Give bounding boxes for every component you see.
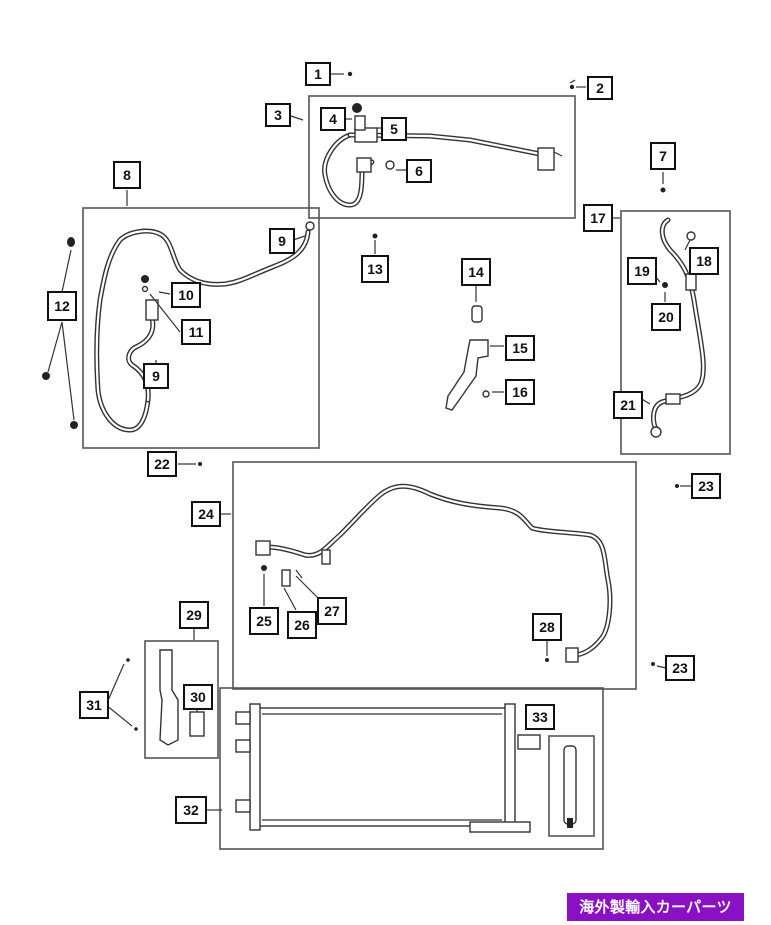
svg-text:2: 2 [596, 80, 604, 96]
svg-text:16: 16 [512, 384, 528, 400]
callout-22: 22 [147, 451, 177, 477]
callout-18: 18 [689, 247, 719, 275]
group-box-33-receiver-drier [548, 735, 595, 837]
callout-11: 11 [181, 319, 211, 345]
svg-text:29: 29 [186, 607, 202, 623]
svg-text:32: 32 [183, 802, 199, 818]
callout-10: 10 [171, 282, 201, 308]
callout-20: 20 [651, 303, 681, 331]
svg-text:31: 31 [86, 697, 102, 713]
callout-3: 3 [265, 103, 291, 127]
group-box-17-liquid-line [620, 210, 731, 455]
callout-9-lower: 9 [143, 363, 169, 389]
group-box-8-discharge-line [82, 207, 320, 449]
bolts-31-icon [126, 658, 138, 731]
group-box-24-condenser-line [232, 461, 637, 690]
svg-text:24: 24 [198, 506, 214, 522]
svg-text:4: 4 [329, 111, 337, 127]
suction-line-hose [322, 127, 563, 208]
svg-text:19: 19 [634, 263, 650, 279]
callout-13: 13 [361, 255, 389, 283]
callout-24: 24 [191, 501, 221, 527]
svg-text:11: 11 [189, 324, 204, 340]
callout-5: 5 [381, 117, 407, 141]
callout-33: 33 [525, 704, 555, 730]
bracket-29-icon [159, 649, 205, 746]
clip-13-icon [372, 233, 378, 239]
svg-text:8: 8 [123, 167, 131, 183]
clip-22-icon [198, 462, 202, 466]
callout-31: 31 [79, 691, 109, 719]
callout-9-upper: 9 [269, 228, 295, 254]
watermark-label: 海外製輸入カーパーツ [567, 893, 744, 921]
svg-text:23: 23 [698, 478, 714, 494]
callout-4: 4 [320, 107, 346, 131]
svg-text:25: 25 [256, 613, 272, 629]
svg-text:23: 23 [672, 660, 688, 676]
callout-8: 8 [113, 161, 141, 189]
group-box-29-bracket [144, 640, 219, 759]
svg-text:30: 30 [190, 689, 206, 705]
svg-text:5: 5 [390, 121, 398, 137]
callout-29: 29 [179, 601, 209, 629]
callout-14: 14 [461, 258, 491, 286]
screw-1-icon [347, 71, 353, 77]
valve-5-icon [354, 115, 366, 131]
callout-30: 30 [183, 684, 213, 710]
callout-23-bottom: 23 [665, 655, 695, 681]
svg-text:9: 9 [278, 233, 286, 249]
callout-23-top: 23 [691, 473, 721, 499]
callout-6: 6 [406, 159, 432, 183]
receiver-drier-33-icon [563, 745, 577, 828]
clip-23-top-icon [675, 484, 679, 488]
svg-text:17: 17 [590, 210, 606, 226]
o-ring-4-icon [352, 103, 362, 113]
callout-19: 19 [627, 257, 657, 285]
callout-21: 21 [613, 391, 643, 419]
callout-15: 15 [505, 335, 535, 361]
bracket-assembly-icon [445, 305, 490, 411]
svg-text:7: 7 [659, 148, 667, 164]
svg-text:15: 15 [512, 340, 528, 356]
svg-text:26: 26 [294, 617, 310, 633]
screw-2-icon [569, 79, 576, 90]
callout-28: 28 [532, 613, 562, 641]
callout-27: 27 [317, 597, 347, 625]
svg-text:14: 14 [468, 264, 484, 280]
callout-1: 1 [305, 62, 331, 86]
callout-17: 17 [583, 204, 613, 232]
callout-25: 25 [249, 607, 279, 635]
group-box-3-suction-line [308, 95, 576, 219]
svg-text:6: 6 [415, 163, 423, 179]
leader-lines [47, 73, 692, 811]
clip-23-bottom-icon [651, 662, 655, 666]
svg-text:9: 9 [152, 368, 160, 384]
svg-text:10: 10 [178, 287, 194, 303]
svg-text:20: 20 [658, 309, 674, 325]
svg-text:3: 3 [274, 107, 282, 123]
callout-16: 16 [505, 379, 535, 405]
callout-26: 26 [287, 611, 317, 639]
svg-text:27: 27 [324, 603, 340, 619]
svg-text:13: 13 [367, 261, 383, 277]
svg-text:33: 33 [532, 709, 548, 725]
condenser-32-icon [235, 703, 541, 833]
fitting-12-set-icon [42, 237, 78, 429]
svg-text:21: 21 [620, 397, 636, 413]
condenser-line-tube [255, 483, 613, 663]
callout-12: 12 [47, 291, 77, 321]
callout-7: 7 [650, 142, 676, 170]
svg-text:28: 28 [539, 619, 555, 635]
svg-text:12: 12 [54, 298, 70, 314]
callout-32: 32 [175, 796, 207, 824]
svg-text:22: 22 [154, 456, 170, 472]
callout-2: 2 [587, 76, 613, 100]
cap-7-icon [660, 187, 666, 193]
svg-text:1: 1 [314, 66, 322, 82]
svg-text:18: 18 [696, 253, 712, 269]
group-box-32-condenser [219, 687, 604, 850]
